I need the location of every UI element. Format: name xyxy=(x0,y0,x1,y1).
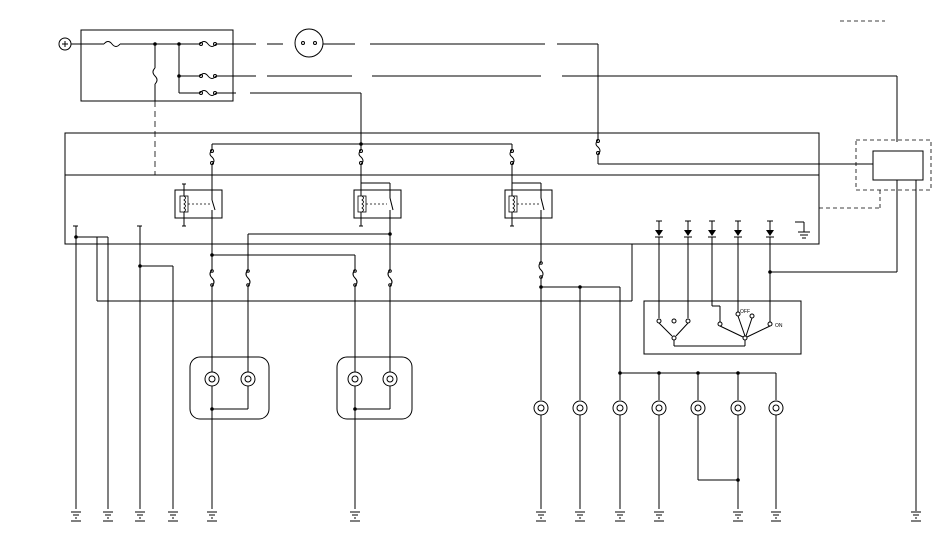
headlamp-right-housing xyxy=(336,356,413,420)
fuse-out-4 xyxy=(387,269,393,287)
control-unit xyxy=(872,150,924,181)
fuse-out-1 xyxy=(209,269,215,287)
diode-row xyxy=(655,220,774,238)
headlamp-right-bulb-1 xyxy=(347,371,363,387)
ground-inside-box xyxy=(795,221,810,239)
warning-lamp xyxy=(294,28,324,58)
headlamp-right-bulb-2 xyxy=(382,371,398,387)
relay-1 xyxy=(174,183,223,227)
control-unit-dashed-housing xyxy=(855,139,932,191)
fuse-top-right xyxy=(199,41,217,47)
battery-positive-symbol xyxy=(58,37,72,51)
switch-label-a: OFF xyxy=(740,309,750,315)
headlamp-left-bulb-2 xyxy=(240,371,256,387)
fuse-out-5 xyxy=(538,261,544,279)
light-switch-box xyxy=(643,300,802,355)
main-fuse xyxy=(103,41,121,47)
lamp-row xyxy=(533,400,784,416)
relay-2 xyxy=(353,182,402,227)
fuse-box xyxy=(80,29,234,102)
light-switch-contacts xyxy=(656,311,773,347)
relay-3 xyxy=(504,182,553,227)
fuse-out-2 xyxy=(245,269,251,287)
fuse-out-3 xyxy=(352,269,358,287)
headlamp-left-bulb-1 xyxy=(204,371,220,387)
junction-box xyxy=(64,132,820,245)
fuse-low-right xyxy=(199,90,217,96)
switch-label-b: ON xyxy=(775,323,783,329)
fuse-mid-right xyxy=(199,73,217,79)
headlamp-left-housing xyxy=(189,356,270,420)
ground-symbols xyxy=(71,511,921,522)
fuse-vertical-1 xyxy=(152,67,158,85)
